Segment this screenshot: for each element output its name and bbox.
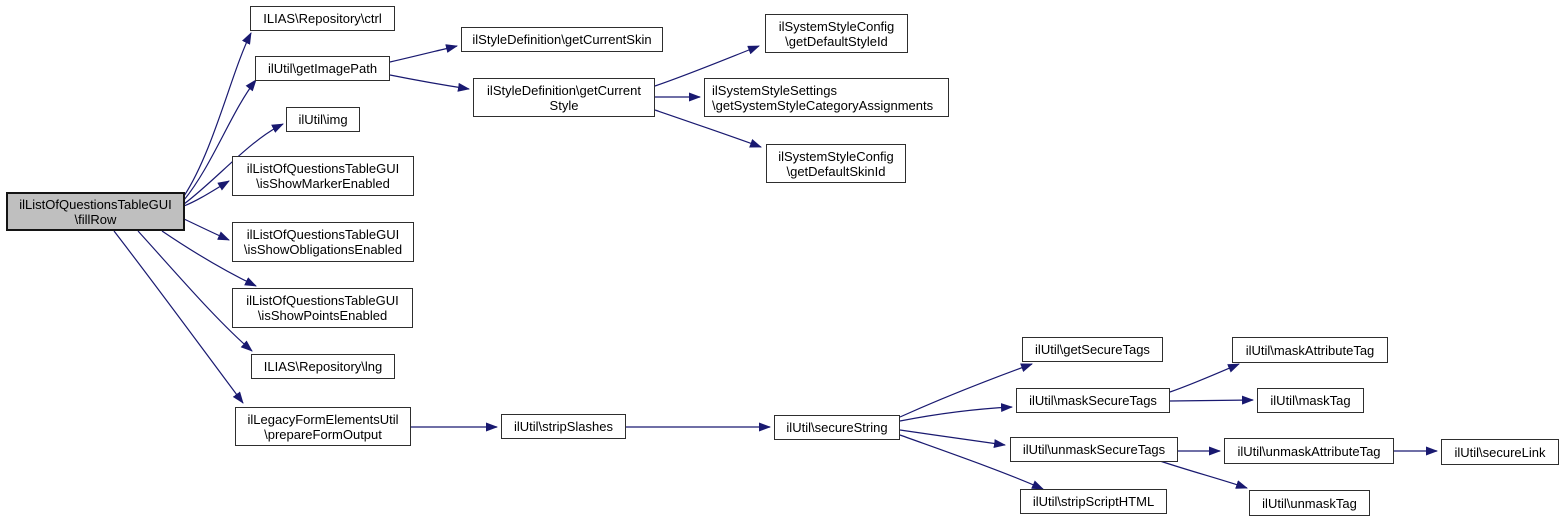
node-get-current-skin[interactable]: ilStyleDefinition\getCurrentSkin [461,27,663,52]
edge-fill-row-to-repository-ctrl [183,32,252,197]
node-get-image-path[interactable]: ilUtil\getImagePath [255,56,390,81]
node-unmask-tag[interactable]: ilUtil\unmaskTag [1249,490,1370,516]
edge-secure-string-to-unmask-secure-tags [899,429,1006,448]
node-secure-link[interactable]: ilUtil\secureLink [1441,439,1559,465]
edge-fill-row-to-prepare-form-output [113,230,244,404]
edge-get-current-style-to-get-default-style-id [654,45,760,87]
node-get-default-style-id[interactable]: ilSystemStyleConfig \getDefaultStyleId [765,14,908,53]
node-repository-ctrl[interactable]: ILIAS\Repository\ctrl [250,6,395,31]
node-is-show-marker-enabled[interactable]: ilListOfQuestionsTableGUI \isShowMarkerE… [232,156,414,196]
edge-mask-secure-tags-to-mask-tag [1169,395,1254,405]
edge-fill-row-to-repository-lng [137,230,253,352]
node-strip-slashes[interactable]: ilUtil\stripSlashes [501,414,626,439]
node-fill-row[interactable]: ilListOfQuestionsTableGUI \fillRow [6,192,185,231]
node-get-secure-tags[interactable]: ilUtil\getSecureTags [1022,337,1163,362]
node-mask-attribute-tag[interactable]: ilUtil\maskAttributeTag [1232,337,1388,363]
node-is-show-obligations-enabled[interactable]: ilListOfQuestionsTableGUI \isShowObligat… [232,222,414,262]
edge-get-image-path-to-get-current-skin [389,44,458,63]
node-mask-tag[interactable]: ilUtil\maskTag [1257,388,1364,413]
edge-mask-secure-tags-to-mask-attribute-tag [1169,363,1240,393]
node-repository-lng[interactable]: ILIAS\Repository\lng [251,354,395,379]
node-unmask-attribute-tag[interactable]: ilUtil\unmaskAttributeTag [1224,438,1394,464]
edge-fill-row-to-is-show-points-enabled [161,230,257,287]
node-get-current-style[interactable]: ilStyleDefinition\getCurrent Style [473,78,655,117]
node-strip-script-html[interactable]: ilUtil\stripScriptHTML [1020,489,1167,514]
edge-get-current-style-to-get-default-skin-id [654,109,762,148]
node-is-show-points-enabled[interactable]: ilListOfQuestionsTableGUI \isShowPointsE… [232,288,413,328]
node-prepare-form-output[interactable]: ilLegacyFormElementsUtil \prepareFormOut… [235,407,411,446]
edge-secure-string-to-mask-secure-tags [899,403,1013,422]
node-secure-string[interactable]: ilUtil\secureString [774,415,900,440]
edge-fill-row-to-get-image-path [183,79,257,201]
node-img[interactable]: ilUtil\img [286,107,360,132]
edge-get-image-path-to-get-current-style [389,74,470,92]
edge-fill-row-to-is-show-obligations-enabled [183,218,230,241]
node-get-default-skin-id[interactable]: ilSystemStyleConfig \getDefaultSkinId [766,144,906,183]
node-get-system-style-category-assignments[interactable]: ilSystemStyleSettings \getSystemStyleCat… [704,78,949,117]
edge-unmask-secure-tags-to-unmask-tag [1159,460,1248,489]
edge-secure-string-to-get-secure-tags [899,363,1033,418]
edge-secure-string-to-strip-script-html [899,434,1044,490]
node-unmask-secure-tags[interactable]: ilUtil\unmaskSecureTags [1010,437,1178,462]
edge-fill-row-to-is-show-marker-enabled [183,180,230,207]
node-mask-secure-tags[interactable]: ilUtil\maskSecureTags [1016,388,1170,413]
